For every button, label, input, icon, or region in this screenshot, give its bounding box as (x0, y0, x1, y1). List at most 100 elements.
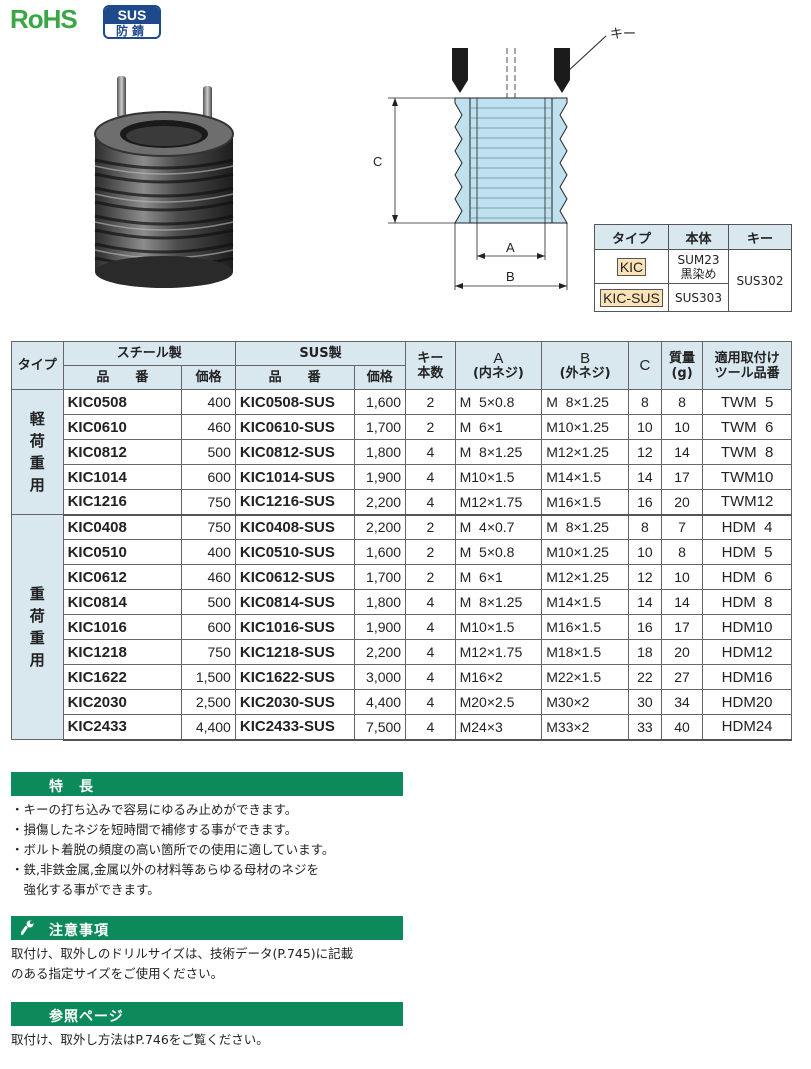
key-count: 4 (405, 489, 456, 516)
head-key-count: キー 本数 (405, 341, 456, 390)
mass: 20 (660, 489, 704, 516)
inner-thread: M 8×1.25 (454, 589, 543, 615)
inner-thread: M10×1.5 (454, 464, 543, 490)
key-count: 4 (405, 639, 456, 665)
key-count: 4 (405, 439, 456, 465)
sus-rustproof-badge: SUS 防錆 (103, 5, 161, 39)
tool-part-no: HDM10 (702, 614, 792, 640)
head-type: タイプ (11, 341, 64, 390)
part-no-sus: KIC0812-SUS (234, 439, 355, 465)
inner-thread: M 5×0.8 (454, 539, 543, 565)
material-key: SUS302 (728, 249, 792, 312)
category-label: 重荷重用 (11, 514, 64, 740)
caution-line: 取付け、取外しのドリルサイズは、技術データ(P.745)に記載 (11, 946, 354, 961)
part-no-steel: KIC1014 (62, 464, 183, 490)
mass: 14 (660, 439, 704, 465)
category-label: 軽荷重用 (11, 389, 64, 515)
key-count: 4 (405, 464, 456, 490)
material-header-key: キー (728, 224, 792, 250)
outer-thread: M10×1.25 (541, 414, 629, 440)
part-no-sus: KIC2030-SUS (234, 689, 355, 715)
price-sus: 1,900 (353, 614, 407, 640)
price-sus: 1,800 (353, 439, 407, 465)
sus-badge-bottom: 防錆 (115, 24, 148, 38)
tool-part-no: HDM 4 (702, 514, 792, 540)
outer-thread: M12×1.25 (541, 439, 629, 465)
tool-part-no: TWM 8 (702, 439, 792, 465)
mass: 20 (660, 639, 704, 665)
inner-thread: M 8×1.25 (454, 439, 543, 465)
inner-thread: M24×3 (454, 714, 543, 741)
outer-thread: M33×2 (541, 714, 629, 741)
tool-part-no: TWM 5 (702, 389, 792, 415)
part-no-steel: KIC2433 (62, 714, 183, 741)
dim-c: 18 (627, 639, 662, 665)
dim-c: 33 (627, 714, 662, 741)
part-no-sus: KIC1216-SUS (234, 489, 355, 516)
mass: 34 (660, 689, 704, 715)
caution-text: 取付け、取外しのドリルサイズは、技術データ(P.745)に記載 のある指定サイズ… (11, 944, 353, 984)
material-header-type: タイプ (594, 224, 669, 250)
price-steel: 400 (181, 539, 236, 565)
head-a: A (内ネジ) (454, 341, 543, 390)
part-no-steel: KIC0812 (62, 439, 183, 465)
inner-thread: M16×2 (454, 664, 543, 690)
price-steel: 4,400 (181, 714, 236, 741)
inner-thread: M10×1.5 (454, 614, 543, 640)
price-steel: 750 (181, 489, 236, 516)
dim-c: 12 (627, 564, 662, 590)
mass: 7 (660, 514, 704, 540)
part-no-sus: KIC1622-SUS (234, 664, 355, 690)
outer-thread: M10×1.25 (541, 539, 629, 565)
price-steel: 500 (181, 439, 236, 465)
price-sus: 1,700 (353, 414, 407, 440)
dim-c: 14 (627, 589, 662, 615)
tool-part-no: TWM12 (702, 489, 792, 516)
key-count: 2 (405, 389, 456, 415)
head-sus: SUS製 (234, 341, 407, 366)
price-sus: 2,200 (353, 489, 407, 516)
key-count: 4 (405, 589, 456, 615)
mass: 8 (660, 539, 704, 565)
mass: 40 (660, 714, 704, 741)
outer-thread: M 8×1.25 (541, 514, 629, 540)
tool-part-no: HDM 5 (702, 539, 792, 565)
outer-thread: M30×2 (541, 689, 629, 715)
material-table: タイプ 本体 キー KIC SUM23 黒染め SUS302 KIC-SUS S… (594, 224, 792, 312)
price-sus: 1,600 (353, 389, 407, 415)
material-row: KIC SUM23 黒染め SUS302 (594, 249, 792, 312)
key-count: 2 (405, 539, 456, 565)
mass: 17 (660, 614, 704, 640)
section-features: 特 長 (11, 772, 403, 796)
features-title: 特 長 (49, 779, 94, 795)
key-count: 4 (405, 664, 456, 690)
part-no-sus: KIC0508-SUS (234, 389, 355, 415)
price-steel: 500 (181, 589, 236, 615)
price-steel: 600 (181, 464, 236, 490)
key-count: 2 (405, 414, 456, 440)
part-no-steel: KIC1016 (62, 614, 183, 640)
head-c: C (627, 341, 662, 390)
material-header-body: 本体 (668, 224, 729, 250)
part-no-sus: KIC1016-SUS (234, 614, 355, 640)
key-count: 4 (405, 689, 456, 715)
part-no-steel: KIC0510 (62, 539, 183, 565)
price-sus: 1,900 (353, 464, 407, 490)
mass: 8 (660, 389, 704, 415)
part-no-sus: KIC1218-SUS (234, 639, 355, 665)
dim-c: 10 (627, 414, 662, 440)
price-steel: 400 (181, 389, 236, 415)
outer-thread: M14×1.5 (541, 589, 629, 615)
outer-thread: M14×1.5 (541, 464, 629, 490)
part-no-steel: KIC0814 (62, 589, 183, 615)
tool-part-no: HDM 8 (702, 589, 792, 615)
key-count: 4 (405, 614, 456, 640)
dim-c: 8 (627, 389, 662, 415)
